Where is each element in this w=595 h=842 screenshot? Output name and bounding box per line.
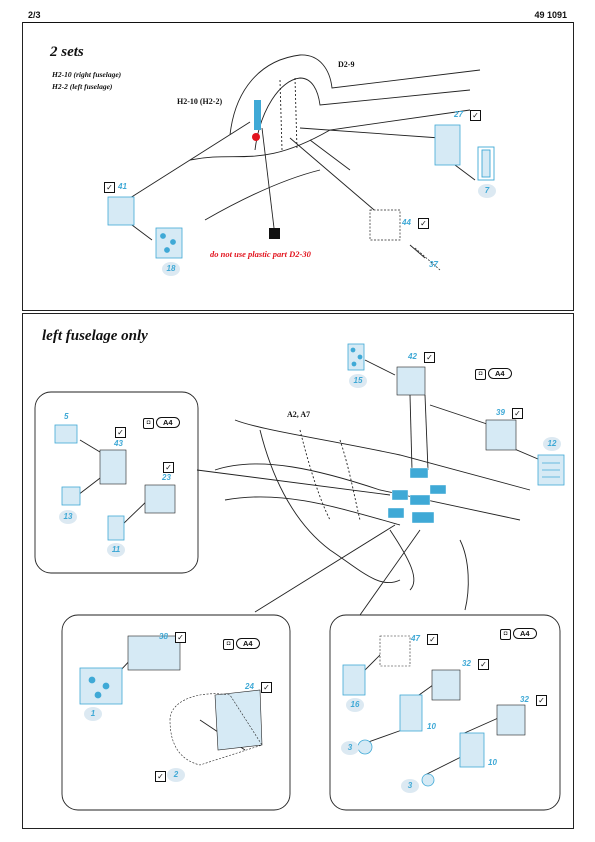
part-16: [342, 664, 366, 696]
page-number: 2/3: [28, 10, 41, 20]
inset-left: [34, 391, 199, 574]
paint-icon: ◘: [223, 638, 234, 650]
part-number-47: 47: [411, 634, 420, 643]
part-3b: [421, 773, 435, 787]
check-icon: ✓: [418, 218, 429, 229]
part-number-37: 37: [429, 260, 438, 269]
part-12: [537, 454, 565, 486]
note-right-fuselage: H2-10 (right fuselage): [52, 70, 122, 79]
part-number-12: 12: [543, 437, 561, 451]
top-panel-title: 2 sets: [50, 44, 84, 60]
check-icon: ✓: [478, 659, 489, 670]
part-number-32a: 32: [462, 659, 471, 668]
part-43: [99, 449, 127, 485]
part-18: [155, 227, 183, 259]
part-number-23: 23: [162, 473, 171, 482]
part-41: [107, 196, 135, 226]
part-39: [485, 419, 517, 451]
part-38: [127, 635, 181, 671]
part-10b: [459, 732, 485, 768]
check-icon: ✓: [163, 462, 174, 473]
part-number-15: 15: [349, 374, 367, 388]
tag-a4-inset-center: ◘A4: [223, 638, 260, 650]
fuselage-parts-bottom: [387, 467, 447, 524]
tag-a4-main: ◘A4: [475, 368, 512, 380]
fuselage-outline-bottom: [234, 419, 531, 491]
part-44: [369, 209, 401, 241]
part-number-16: 16: [346, 698, 364, 712]
part-number-42: 42: [408, 352, 417, 361]
part-15: [347, 343, 365, 371]
part-number-13: 13: [59, 510, 77, 524]
part-number-44: 44: [402, 218, 411, 227]
part-7: [477, 146, 495, 181]
check-icon: ✓: [536, 695, 547, 706]
note-left-fuselage: H2-2 (left fuselage): [52, 82, 113, 91]
part-32b: [496, 704, 526, 736]
check-icon: ✓: [175, 632, 186, 643]
check-icon: ✓: [115, 427, 126, 438]
check-icon: ✓: [155, 771, 166, 782]
paint-icon: ◘: [475, 368, 486, 380]
paint-icon: ◘: [500, 628, 511, 640]
fuselage-outline-top: [229, 54, 481, 136]
top-panel: [22, 22, 574, 311]
fuselage-detail-top: [252, 100, 280, 239]
part-number-41: 41: [118, 182, 127, 191]
part-47: [379, 635, 411, 667]
inset-center: [61, 614, 291, 811]
tag-a4-inset-left: ◘A4: [143, 417, 180, 429]
part-number-10b: 10: [488, 758, 497, 767]
part-5: [54, 424, 78, 444]
check-icon: ✓: [470, 110, 481, 121]
part-number-39: 39: [496, 408, 505, 417]
part-13: [61, 486, 81, 506]
bottom-panel: [22, 313, 574, 829]
label-h2: H2-10 (H2-2): [177, 97, 223, 106]
part-42: [396, 366, 426, 396]
part-number-3a: 3: [341, 741, 359, 755]
part-number-7: 7: [478, 184, 496, 198]
check-icon: ✓: [424, 352, 435, 363]
part-10a: [399, 694, 423, 732]
warning-text: do not use plastic part D2-30: [210, 249, 311, 259]
part-number-38: 38: [159, 632, 168, 641]
part-number-11: 11: [107, 543, 125, 557]
part-number-5: 5: [64, 412, 69, 421]
header-rule: [22, 22, 573, 23]
part-number-1: 1: [84, 707, 102, 721]
check-icon: ✓: [104, 182, 115, 193]
paint-icon: ◘: [143, 417, 154, 429]
part-number-3b: 3: [401, 779, 419, 793]
part-number-27: 27: [454, 110, 463, 119]
inset-right: [329, 614, 561, 811]
part-27: [434, 124, 461, 166]
label-d2: D2-9: [338, 60, 355, 69]
part-number-10a: 10: [427, 722, 436, 731]
tag-a4-inset-right: ◘A4: [500, 628, 537, 640]
part-32a: [431, 669, 461, 701]
check-icon: ✓: [512, 408, 523, 419]
part-number-18: 18: [162, 262, 180, 276]
part-number-43: 43: [114, 439, 123, 448]
check-icon: ✓: [427, 634, 438, 645]
part-number-2: 2: [167, 768, 185, 782]
part-24: [214, 689, 263, 751]
check-icon: ✓: [261, 682, 272, 693]
bottom-panel-title: left fuselage only: [42, 328, 148, 344]
part-number-24: 24: [245, 682, 254, 691]
part-3a: [357, 739, 373, 755]
document-number: 49 1091: [534, 10, 567, 20]
part-23: [144, 484, 176, 514]
part-11: [107, 515, 125, 541]
housing-2: [169, 693, 263, 766]
part-1: [79, 667, 123, 705]
part-number-32b: 32: [520, 695, 529, 704]
label-a2-a7: A2, A7: [287, 410, 311, 419]
